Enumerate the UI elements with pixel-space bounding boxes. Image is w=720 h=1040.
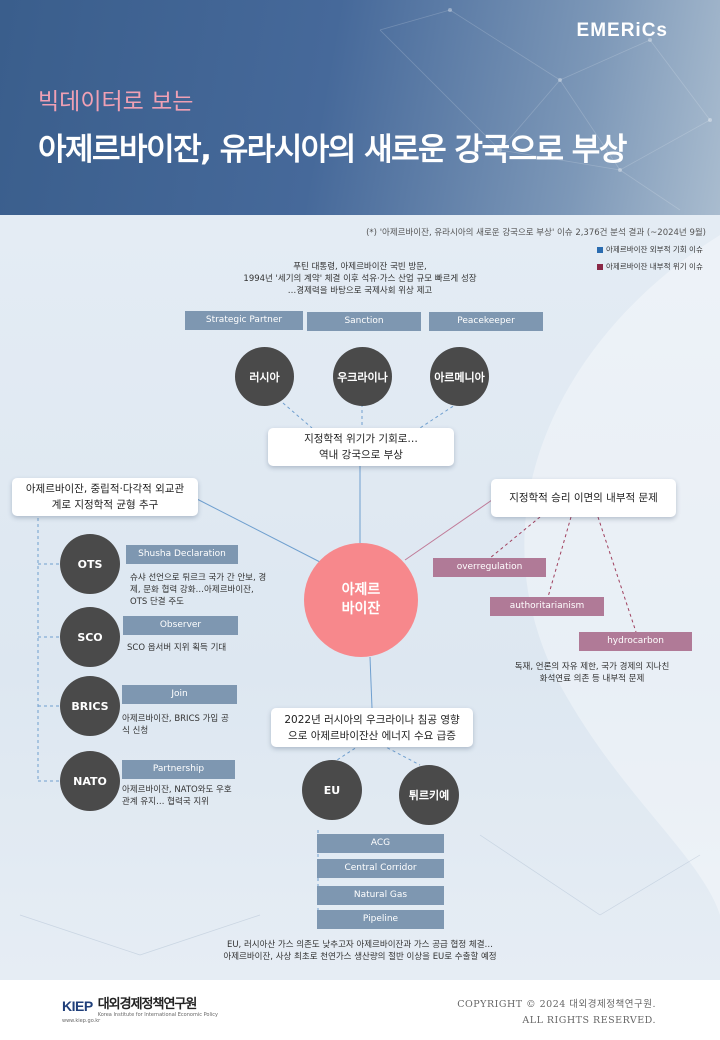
kiep-url: www.kiep.go.kr xyxy=(62,1018,101,1024)
box-line: 지정학적 위기가 기회로… xyxy=(304,433,418,445)
desc-line: EU, 러시아산 가스 의존도 낮추고자 아제르바이잔과 가스 공급 협정 체결… xyxy=(226,940,494,950)
tag-authoritarianism: authoritarianism xyxy=(490,597,604,616)
circle-sco: SCO xyxy=(60,607,120,667)
copyright: COPYRIGHT © 2024 대외경제정책연구원. ALL RIGHTS R… xyxy=(457,997,656,1029)
desc-line: 아제르바이잔, BRICS 가입 공 xyxy=(122,714,229,724)
panel-background xyxy=(19,235,720,956)
legend-label: 아제르바이잔 내부적 위기 이슈 xyxy=(606,262,703,271)
desc-brics: 아제르바이잔, BRICS 가입 공 식 신청 xyxy=(122,713,252,737)
desc-line: 아제르바이잔, 사상 최초로 천연가스 생산량의 절반 이상을 EU로 수출할 … xyxy=(223,952,497,962)
desc-line: 화석연료 의존 등 내부적 문제 xyxy=(539,674,645,684)
box-line: 지정학적 승리 이면의 내부적 문제 xyxy=(509,492,658,504)
tag-peacekeeper: Peacekeeper xyxy=(429,312,543,331)
tag-partnership: Partnership xyxy=(122,760,235,779)
box-line: 계로 지정학적 균형 추구 xyxy=(51,499,159,511)
copyright-line: ALL RIGHTS RESERVED. xyxy=(522,1015,656,1026)
circle-nato: NATO xyxy=(60,751,120,811)
intro-line: 푸틴 대통령, 아제르바이잔 국빈 방문, xyxy=(293,262,427,272)
box-line: 역내 강국으로 부상 xyxy=(319,449,403,461)
line-left xyxy=(194,497,321,563)
circle-russia: 러시아 xyxy=(235,347,294,406)
desc-line: 식 신청 xyxy=(122,726,149,736)
line-right xyxy=(404,499,493,561)
desc-nato: 아제르바이잔, NATO와도 우호 관계 유지… 협력국 지위 xyxy=(122,784,252,808)
legend-swatch-maroon xyxy=(597,263,603,270)
tag-observer: Observer xyxy=(123,616,238,635)
kiep-logo-mark: KIEP xyxy=(62,998,93,1014)
header-banner: EMERiCs 빅데이터로 보는 아제르바이잔, 유라시아의 새로운 강국으로 … xyxy=(0,0,720,215)
page-title: 아제르바이잔, 유라시아의 새로운 강국으로 부상 xyxy=(38,132,627,168)
center-node-azerbaijan: 아제르 바이잔 xyxy=(304,543,418,657)
center-line: 바이잔 xyxy=(341,601,381,617)
network-background xyxy=(379,8,712,211)
line-bottom xyxy=(369,656,373,709)
circle-turkiye: 튀르키예 xyxy=(399,765,459,825)
box-line: 으로 아제르바이잔산 에너지 수요 급증 xyxy=(288,729,456,742)
intro-line: 1994년 '세기의 계약' 체결 이후 석유·가스 산업 규모 빠르게 성장 xyxy=(243,274,477,284)
circle-armenia: 아르메니아 xyxy=(430,347,489,406)
tag-overregulation: overregulation xyxy=(433,558,546,577)
box-internal-problems: 지정학적 승리 이면의 내부적 문제 xyxy=(491,479,676,517)
desc-eu-gas: EU, 러시아산 가스 의존도 낮추고자 아제르바이잔과 가스 공급 협정 체결… xyxy=(150,939,570,963)
circle-ukraine: 우크라이나 xyxy=(333,347,392,406)
legend-item-external: 아제르바이잔 외부적 기회 이슈 xyxy=(597,244,703,255)
desc-line: 슈샤 선언으로 튀르크 국가 간 안보, 경 xyxy=(130,573,267,583)
desc-line: 제, 문화 협력 강화…아제르바이잔, xyxy=(130,585,254,595)
tag-natural-gas: Natural Gas xyxy=(317,886,444,905)
desc-line: SCO 옵서버 지위 획득 기대 xyxy=(127,643,227,653)
tag-acg: ACG xyxy=(317,834,444,853)
legend-item-internal: 아제르바이잔 내부적 위기 이슈 xyxy=(597,261,703,272)
tag-central-corridor: Central Corridor xyxy=(317,859,444,878)
tag-pipeline: Pipeline xyxy=(317,910,444,929)
kiep-name-ko: 대외경제정책연구원 xyxy=(97,997,198,1012)
box-geopolitical-opportunity: 지정학적 위기가 기회로… 역내 강국으로 부상 xyxy=(268,428,454,466)
page-subtitle: 빅데이터로 보는 xyxy=(38,89,194,115)
box-balanced-diplomacy: 아제르바이잔, 중립적·다각적 외교관 계로 지정학적 균형 추구 xyxy=(12,478,198,516)
desc-sco: SCO 옵서버 지위 획득 기대 xyxy=(127,642,287,654)
legend-label: 아제르바이잔 외부적 기회 이슈 xyxy=(606,245,703,254)
desc-internal-problems: 독재, 언론의 자유 제한, 국가 경제의 지나친 화석연료 의존 등 내부적 … xyxy=(492,661,692,685)
intro-text: 푸틴 대통령, 아제르바이잔 국빈 방문, 1994년 '세기의 계약' 체결 … xyxy=(200,261,520,297)
tag-shusha-declaration: Shusha Declaration xyxy=(126,545,238,564)
source-note: (*) '아제르바이잔, 유라시아의 새로운 강국으로 부상' 이슈 2,376… xyxy=(366,228,706,238)
tag-sanction: Sanction xyxy=(307,312,421,331)
tag-hydrocarbon: hydrocarbon xyxy=(579,632,692,651)
center-line: 아제르 xyxy=(341,582,381,598)
circle-brics: BRICS xyxy=(60,676,120,736)
copyright-line: COPYRIGHT © 2024 대외경제정책연구원. xyxy=(457,999,656,1010)
desc-line: 아제르바이잔, NATO와도 우호 xyxy=(122,785,232,795)
tag-strategic-partner: Strategic Partner xyxy=(185,311,303,330)
box-line: 2022년 러시아의 우크라이나 침공 영향 xyxy=(284,713,460,726)
tag-join: Join xyxy=(122,685,237,704)
footer xyxy=(0,980,720,1040)
box-line: 아제르바이잔, 중립적·다각적 외교관 xyxy=(25,483,185,495)
legend-swatch-blue xyxy=(597,246,603,253)
desc-line: 관계 유지… 협력국 지위 xyxy=(122,797,209,807)
desc-line: OTS 단결 주도 xyxy=(130,597,184,607)
kiep-logo: KIEP 대외경제정책연구원 Korea Institute for Inter… xyxy=(62,998,218,1019)
emerics-logo: EMERiCs xyxy=(576,20,668,41)
circle-ots: OTS xyxy=(60,534,120,594)
kiep-name-en: Korea Institute for International Econom… xyxy=(97,1012,218,1018)
intro-line: …경제력을 바탕으로 국제사회 위상 제고 xyxy=(287,286,433,296)
desc-line: 독재, 언론의 자유 제한, 국가 경제의 지나친 xyxy=(514,662,670,672)
kiep-text: 대외경제정책연구원 Korea Institute for Internatio… xyxy=(98,998,218,1019)
box-energy-demand: 2022년 러시아의 우크라이나 침공 영향 으로 아제르바이잔산 에너지 수요… xyxy=(271,708,473,747)
desc-ots: 슈샤 선언으로 튀르크 국가 간 안보, 경 제, 문화 협력 강화…아제르바이… xyxy=(130,572,290,608)
circle-eu: EU xyxy=(302,760,362,820)
